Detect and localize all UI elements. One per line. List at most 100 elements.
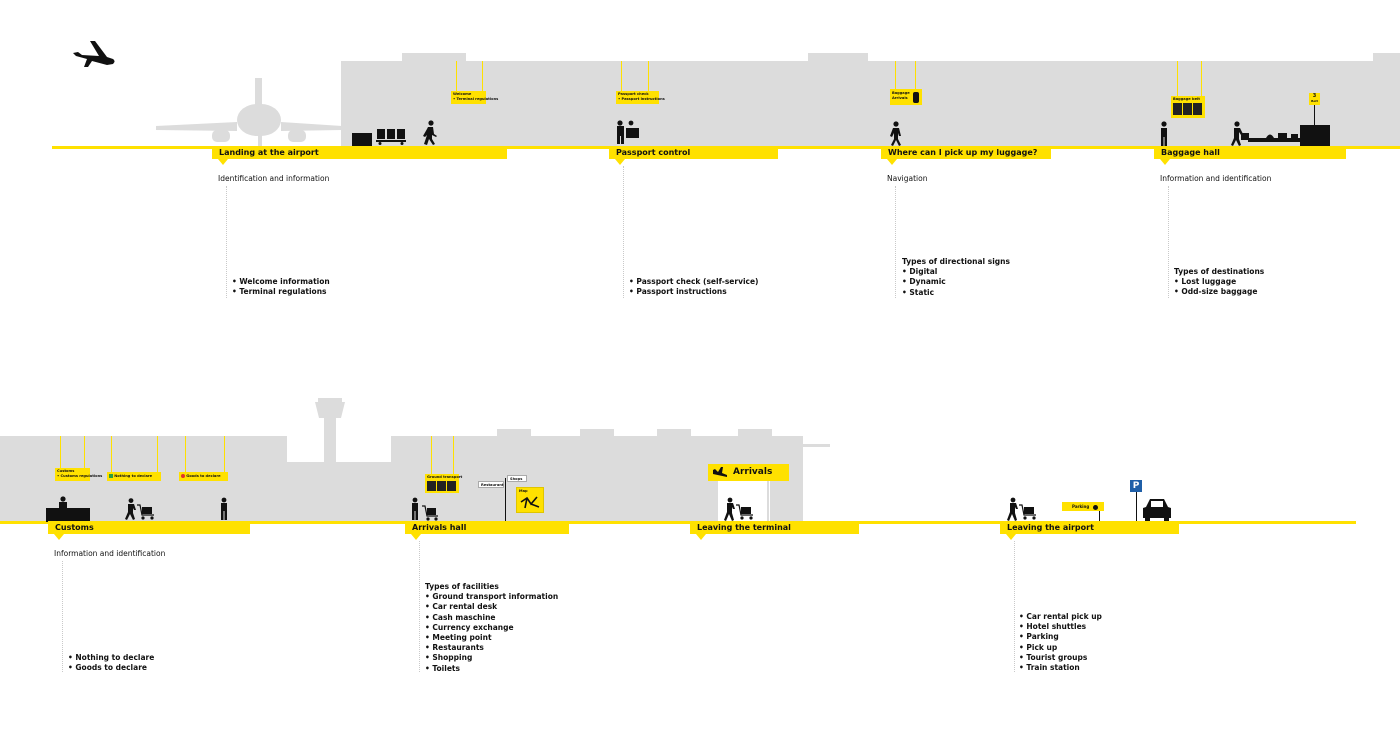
list-item: Odd-size baggage xyxy=(1174,287,1264,297)
welcome-sign: Welcome • Terminal regulations xyxy=(451,91,499,104)
sign-text: Arrivals xyxy=(892,95,908,100)
passport-officer-icon xyxy=(617,120,639,144)
person-with-cart-icon xyxy=(125,498,154,520)
list-item: Shopping xyxy=(425,653,558,663)
passport-check-sign: Passport check • Passport instructions xyxy=(616,91,665,104)
sign-text: Nothing to declare xyxy=(114,474,153,478)
feature-list: Car rental pick up Hotel shuttles Parkin… xyxy=(1019,612,1102,673)
screen xyxy=(1193,102,1202,115)
arrow-right-icon xyxy=(1092,504,1098,510)
airport-map-board: Map xyxy=(516,487,544,513)
list-item: Passport instructions xyxy=(629,287,759,297)
roof-block xyxy=(580,429,614,437)
list-item: Welcome information xyxy=(232,277,329,287)
roof-block xyxy=(497,429,531,437)
list-item: Digital xyxy=(902,267,1010,277)
customs-officer-icon xyxy=(221,497,227,520)
list-item: Passport check (self-service) xyxy=(629,277,758,287)
screen xyxy=(1173,102,1182,115)
baggage-belt-board: Baggage belt xyxy=(1171,96,1205,118)
roof-block xyxy=(657,429,691,437)
list-item: Cash maschine xyxy=(425,613,558,623)
list-item: Parking xyxy=(1019,632,1102,642)
screen xyxy=(447,480,456,491)
sign-text: Baggage xyxy=(892,91,910,95)
dotted-connector xyxy=(62,561,63,672)
list-heading: Types of directional signs xyxy=(902,257,1010,266)
stage-label-landing: Landing at the airport xyxy=(212,146,507,165)
list-item: Restaurants xyxy=(425,643,558,653)
signpost-pole xyxy=(1099,503,1100,522)
sign-text: • Passport instructions xyxy=(618,96,665,101)
luggage-cart-icon xyxy=(376,129,406,145)
sign-wire xyxy=(895,61,896,89)
walking-person-icon xyxy=(890,121,901,146)
list-item: Nothing to declare xyxy=(68,653,154,663)
sign-text: Passport check xyxy=(618,92,649,96)
stage-subtitle: Navigation xyxy=(887,174,928,183)
feature-list: Types of destinations Lost luggage Odd-s… xyxy=(1174,267,1264,298)
sign-wire xyxy=(84,436,85,468)
roof-block xyxy=(1373,53,1400,63)
sign-text: Welcome xyxy=(453,92,472,96)
stage-label-passport: Passport control xyxy=(609,146,778,165)
customs-desk-icon xyxy=(46,496,90,522)
person-with-cart-icon xyxy=(724,497,753,521)
goods-to-declare-sign: Goods to declare xyxy=(179,472,228,481)
list-item: Car rental desk xyxy=(425,602,558,612)
sign-wire xyxy=(111,436,112,472)
counter-icon xyxy=(352,133,372,146)
arrival-plane-icon xyxy=(713,467,727,477)
screen-group xyxy=(1173,102,1203,115)
green-channel-icon xyxy=(109,474,113,478)
list-item: Terminal regulations xyxy=(232,287,330,297)
route-line-bottom xyxy=(0,521,1356,524)
ground-transport-board: Ground transport xyxy=(425,474,463,493)
list-item: Ground transport information xyxy=(425,592,558,602)
sign-text: 3 xyxy=(1312,93,1317,99)
feature-list: Nothing to declare Goods to declare xyxy=(68,653,154,673)
control-tower-icon xyxy=(315,398,345,464)
flying-airplane-icon xyxy=(73,41,115,67)
stage-label-baggage-hall: Baggage hall xyxy=(1154,146,1346,165)
stage-subtitle: Identification and information xyxy=(218,174,330,183)
list-item: Toilets xyxy=(425,664,558,674)
parking-pole xyxy=(1136,492,1137,522)
dotted-connector xyxy=(226,186,227,298)
list-item: Currency exchange xyxy=(425,623,558,633)
list-item: Tourist groups xyxy=(1019,653,1102,663)
roof-block xyxy=(738,429,772,437)
list-item: Hotel shuttles xyxy=(1019,622,1102,632)
sign-wire xyxy=(453,436,454,476)
list-heading: Types of facilities xyxy=(425,582,499,591)
walking-person-icon xyxy=(423,120,437,145)
sign-wire xyxy=(224,436,225,472)
restaurant-direction-sign: Restaurant xyxy=(478,481,504,488)
dotted-connector xyxy=(623,166,624,298)
stage-label-leaving-airport: Leaving the airport xyxy=(1000,521,1179,540)
sign-text: Ground transport xyxy=(427,475,463,479)
dotted-connector xyxy=(419,541,420,672)
sign-wire xyxy=(157,436,158,472)
car-icon xyxy=(1143,499,1171,521)
belt-number-sign: 3 Belt xyxy=(1309,93,1320,105)
arrivals-sign: Arrivals xyxy=(708,464,789,481)
sign-wire xyxy=(482,61,483,91)
list-item: Static xyxy=(902,288,1010,298)
list-item: Train station xyxy=(1019,663,1102,673)
feature-list: Passport check (self-service) Passport i… xyxy=(629,277,759,297)
sign-text: Customs xyxy=(57,469,75,473)
sign-text: • Terminal regulations xyxy=(453,96,499,101)
list-item: Meeting point xyxy=(425,633,558,643)
sign-wire xyxy=(60,436,61,468)
sign-text: • Customs regulations xyxy=(57,473,103,478)
signpost-pole xyxy=(505,478,506,522)
list-heading: Types of destinations xyxy=(1174,267,1265,276)
sign-wire xyxy=(648,61,649,91)
stage-label-arrivals-hall: Arrivals hall xyxy=(405,521,569,540)
screen xyxy=(1183,102,1192,115)
dotted-connector xyxy=(895,186,896,298)
stage-label-luggage: Where can I pick up my luggage? xyxy=(881,146,1051,165)
list-item: Dynamic xyxy=(902,277,1010,287)
sign-text: Shops xyxy=(510,477,523,481)
